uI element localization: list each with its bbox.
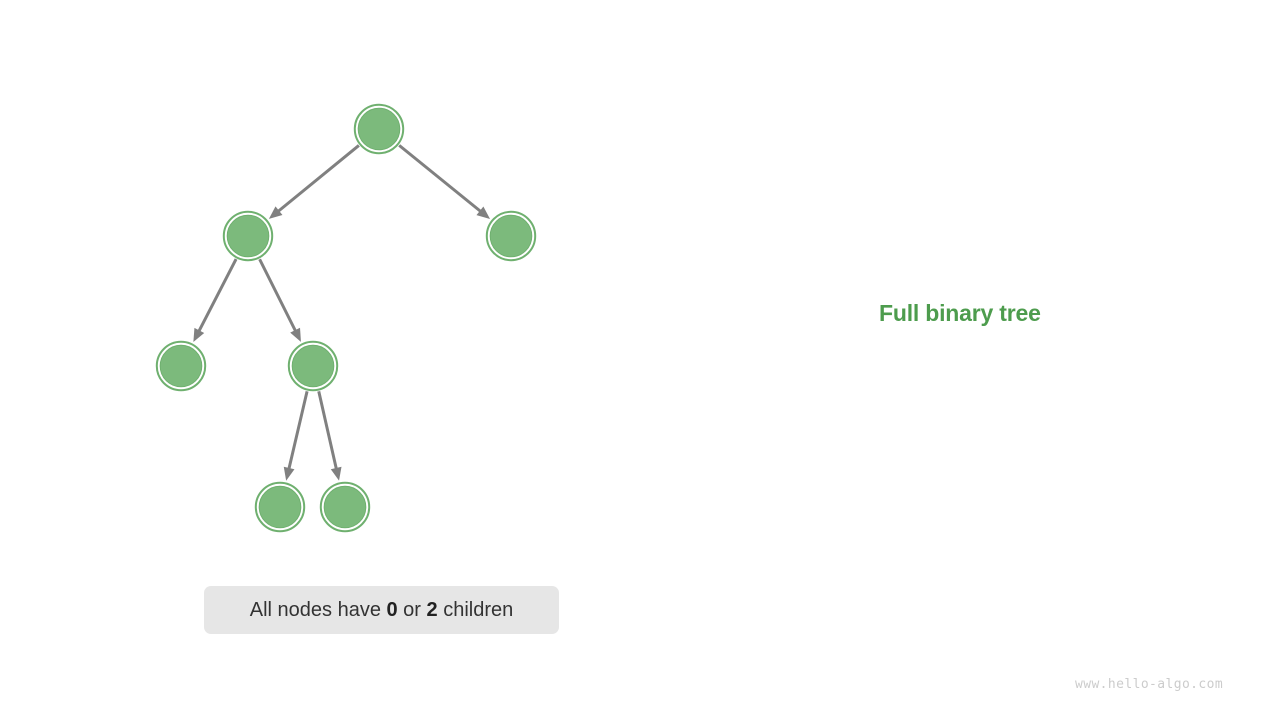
node-gap-ring <box>356 106 402 152</box>
tree-edge <box>275 144 360 214</box>
node-outer-ring <box>353 103 405 155</box>
edge-arrowhead-icon <box>268 206 283 219</box>
tree-edge <box>196 258 238 335</box>
tree-edge <box>398 144 484 215</box>
tree-node <box>287 340 339 392</box>
node-gap-ring <box>322 484 368 530</box>
edge-arrowhead-icon <box>283 466 295 481</box>
edge-arrowhead-icon <box>476 206 491 219</box>
node-circle <box>323 485 367 529</box>
node-outer-ring <box>485 210 537 262</box>
caption-badge: All nodes have 0 or 2 children <box>204 586 559 634</box>
caption-bold-zero: 0 <box>386 598 398 621</box>
node-layer <box>155 103 537 533</box>
tree-edge <box>317 391 339 472</box>
page-title: Full binary tree <box>879 300 1041 326</box>
node-outer-ring <box>287 340 339 392</box>
edge-arrowhead-icon <box>330 466 342 481</box>
node-outer-ring <box>222 210 274 262</box>
edge-layer <box>193 144 491 481</box>
tree-node <box>353 103 405 155</box>
caption-bold-two: 2 <box>426 598 438 621</box>
node-circle <box>159 344 203 388</box>
node-gap-ring <box>290 343 336 389</box>
caption-text: All nodes have 0 or 2 children <box>250 599 514 622</box>
node-circle <box>226 214 270 258</box>
tree-node <box>222 210 274 262</box>
node-gap-ring <box>158 343 204 389</box>
node-circle <box>258 485 302 529</box>
tree-node <box>319 481 371 533</box>
tree-node <box>254 481 306 533</box>
tree-edge <box>286 390 309 472</box>
tree-node <box>485 210 537 262</box>
node-gap-ring <box>257 484 303 530</box>
tree-node <box>155 340 207 392</box>
watermark: www.hello-algo.com <box>1075 677 1224 692</box>
node-outer-ring <box>319 481 371 533</box>
node-outer-ring <box>155 340 207 392</box>
caption-prefix: All nodes have <box>249 598 387 621</box>
node-circle <box>489 214 533 258</box>
node-outer-ring <box>254 481 306 533</box>
edge-arrowhead-icon <box>193 327 205 342</box>
tree-edge <box>258 258 298 334</box>
node-circle <box>291 344 335 388</box>
caption-middle: or <box>397 598 427 621</box>
caption-suffix: children <box>437 598 514 621</box>
node-gap-ring <box>488 213 534 259</box>
node-gap-ring <box>225 213 271 259</box>
edge-arrowhead-icon <box>290 327 301 342</box>
node-circle <box>357 107 401 151</box>
